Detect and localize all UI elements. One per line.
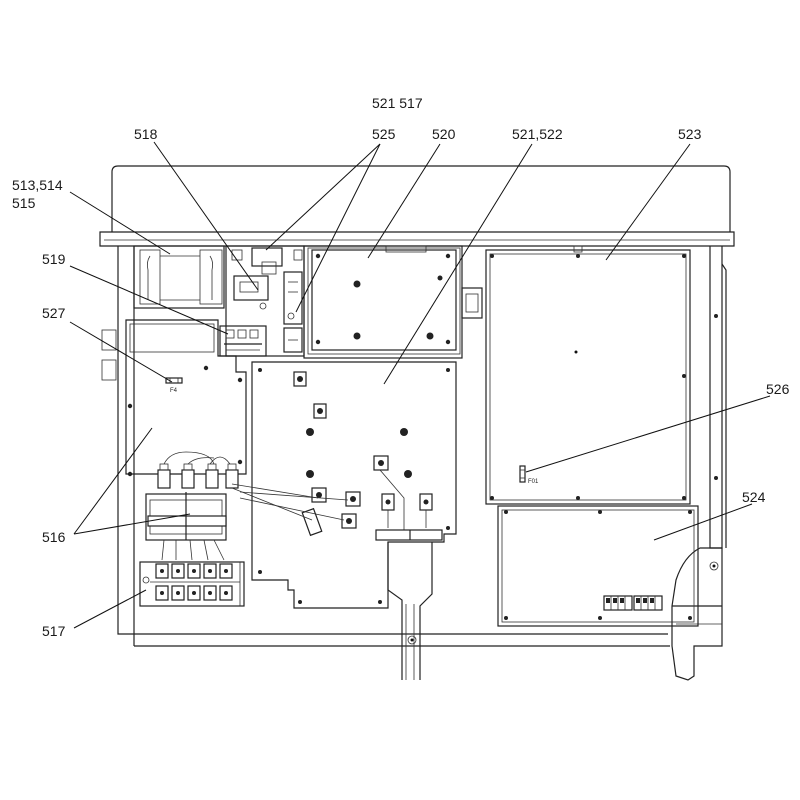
fuse-f4 [165,377,183,384]
callout-520: 520 [432,126,456,142]
callout-513-514: 513,514 [12,177,63,193]
main-board-521-522 [231,361,457,609]
output-cable [387,542,433,680]
header-fragment: 521 517 [372,95,423,111]
callout-labels: 518 525 520 521,522 523 513,514 515 519 … [12,126,790,639]
board-523 [485,245,718,505]
callout-519: 519 [42,251,66,267]
callout-516: 516 [42,529,66,545]
callout-527: 527 [42,305,66,321]
terminal-strip-517 [139,561,245,607]
terminal-519 [219,325,267,357]
fuse-f01 [519,465,526,483]
board-516-lower [145,451,239,561]
callout-518: 518 [134,126,158,142]
callout-525: 525 [372,126,396,142]
callout-526: 526 [766,381,790,397]
callout-524: 524 [742,489,766,505]
transformer-assembly-513 [133,245,225,309]
leader-lines [69,141,771,629]
callout-521-522: 521,522 [512,126,563,142]
board-524 [497,505,699,627]
callout-515: 515 [12,195,36,211]
fuse-f4-label: F4 [170,388,178,394]
board-520 [303,245,483,359]
callout-523: 523 [678,126,702,142]
relay-block-518 [225,245,305,357]
callout-517: 517 [42,623,66,639]
fuse-f01-label: F01 [528,479,539,485]
